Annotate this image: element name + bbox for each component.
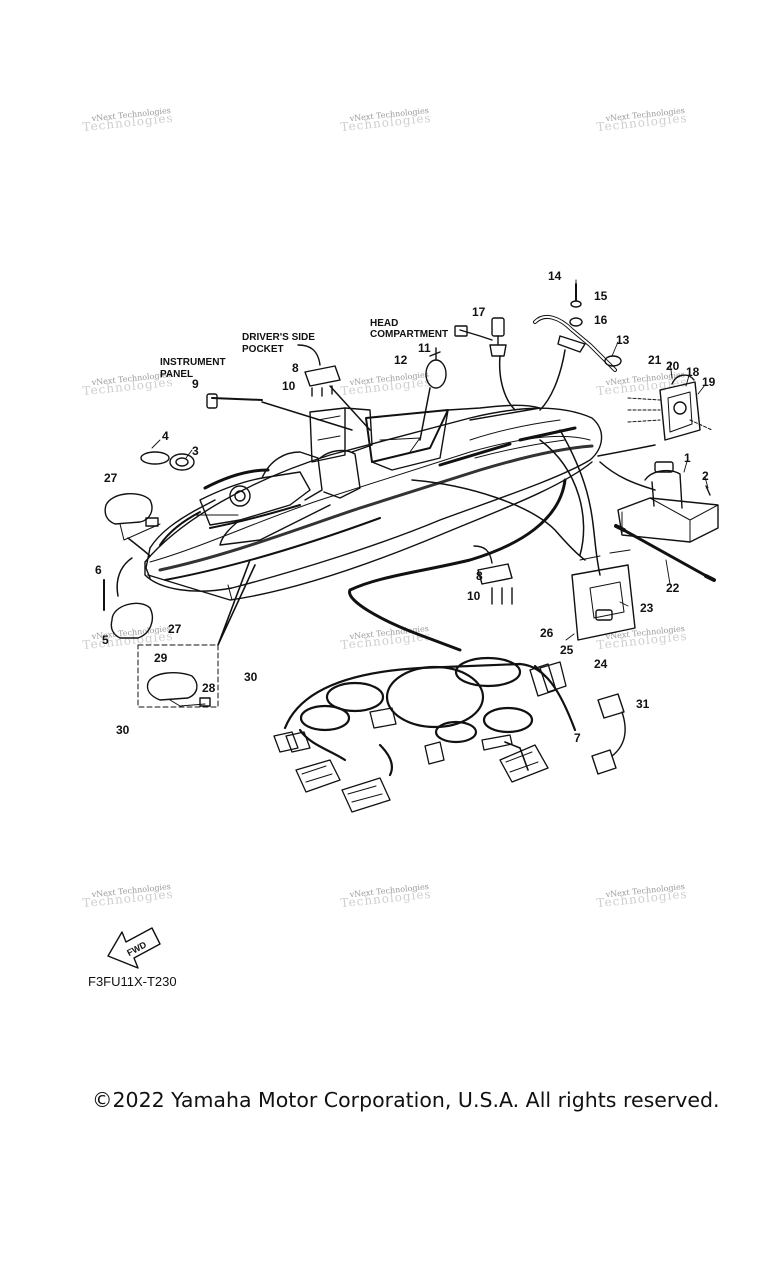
part-number: 10 [467,589,481,603]
part-number: 13 [616,333,630,347]
part-number: 2 [702,469,709,483]
part-number: 3 [192,444,199,458]
part-number: 29 [154,651,168,665]
part-number: 20 [666,359,680,373]
part-number: 15 [594,289,608,303]
label-head-compartment: COMPARTMENT [370,329,448,340]
part-number: 11 [418,341,431,355]
forward-arrow-label: FWD [125,939,148,958]
part-number: 18 [686,365,700,379]
battery-box [617,461,719,543]
label-head-compartment: HEAD [370,318,398,329]
number-leaders [151,279,709,641]
part-number: 5 [102,633,109,647]
rod-22 [614,524,716,582]
bracket-module [627,374,713,441]
diagram-code: F3FU11X-T230 [88,974,177,989]
part-number: 28 [202,681,216,695]
label-instrument-panel: INSTRUMENT [160,357,226,368]
part-number: 26 [540,626,554,640]
connector-31 [591,693,626,775]
connectors [273,661,567,813]
small-parts [140,344,513,605]
leader-lines [116,349,656,597]
forward-arrow-icon [107,927,161,969]
boat-hull [144,404,603,601]
part-number: 21 [648,353,662,367]
wiring-harness-7 [283,656,577,777]
upper-hardware [454,283,622,372]
part-number: 10 [282,379,296,393]
control-unit-23 [571,549,636,641]
part-number: 12 [394,353,408,367]
part-number: 25 [560,643,574,657]
harness-cables [348,478,567,652]
bow-lights [103,493,161,639]
part-number: 6 [95,563,102,577]
part-number: 22 [666,581,680,595]
label-drivers-side-pocket: POCKET [242,344,284,355]
area-labels: INSTRUMENT PANEL DRIVER'S SIDE POCKET HE… [160,318,448,380]
inset-box-28 [137,559,256,708]
part-number: 24 [594,657,608,671]
part-number: 23 [640,601,654,615]
part-number: 30 [244,670,258,684]
part-number: 27 [168,622,182,636]
part-number: 27 [104,471,118,485]
part-number: 8 [476,569,483,583]
part-number: 31 [636,697,650,711]
part-number: 30 [116,723,130,737]
part-number: 1 [684,451,691,465]
part-number: 4 [162,429,169,443]
part-number: 14 [548,269,562,283]
part-number: 7 [574,731,581,745]
part-number: 8 [292,361,299,375]
label-instrument-panel: PANEL [160,369,193,380]
part-number: 16 [594,313,608,327]
copyright-notice: ©2022 Yamaha Motor Corporation, U.S.A. A… [92,1088,720,1112]
part-number: 9 [192,377,199,391]
label-drivers-side-pocket: DRIVER'S SIDE [242,332,315,343]
part-number-labels: 1 2 3 4 5 6 7 8 8 9 10 10 11 12 13 14 15… [95,269,716,745]
part-number: 17 [472,305,486,319]
part-number: 19 [702,375,716,389]
